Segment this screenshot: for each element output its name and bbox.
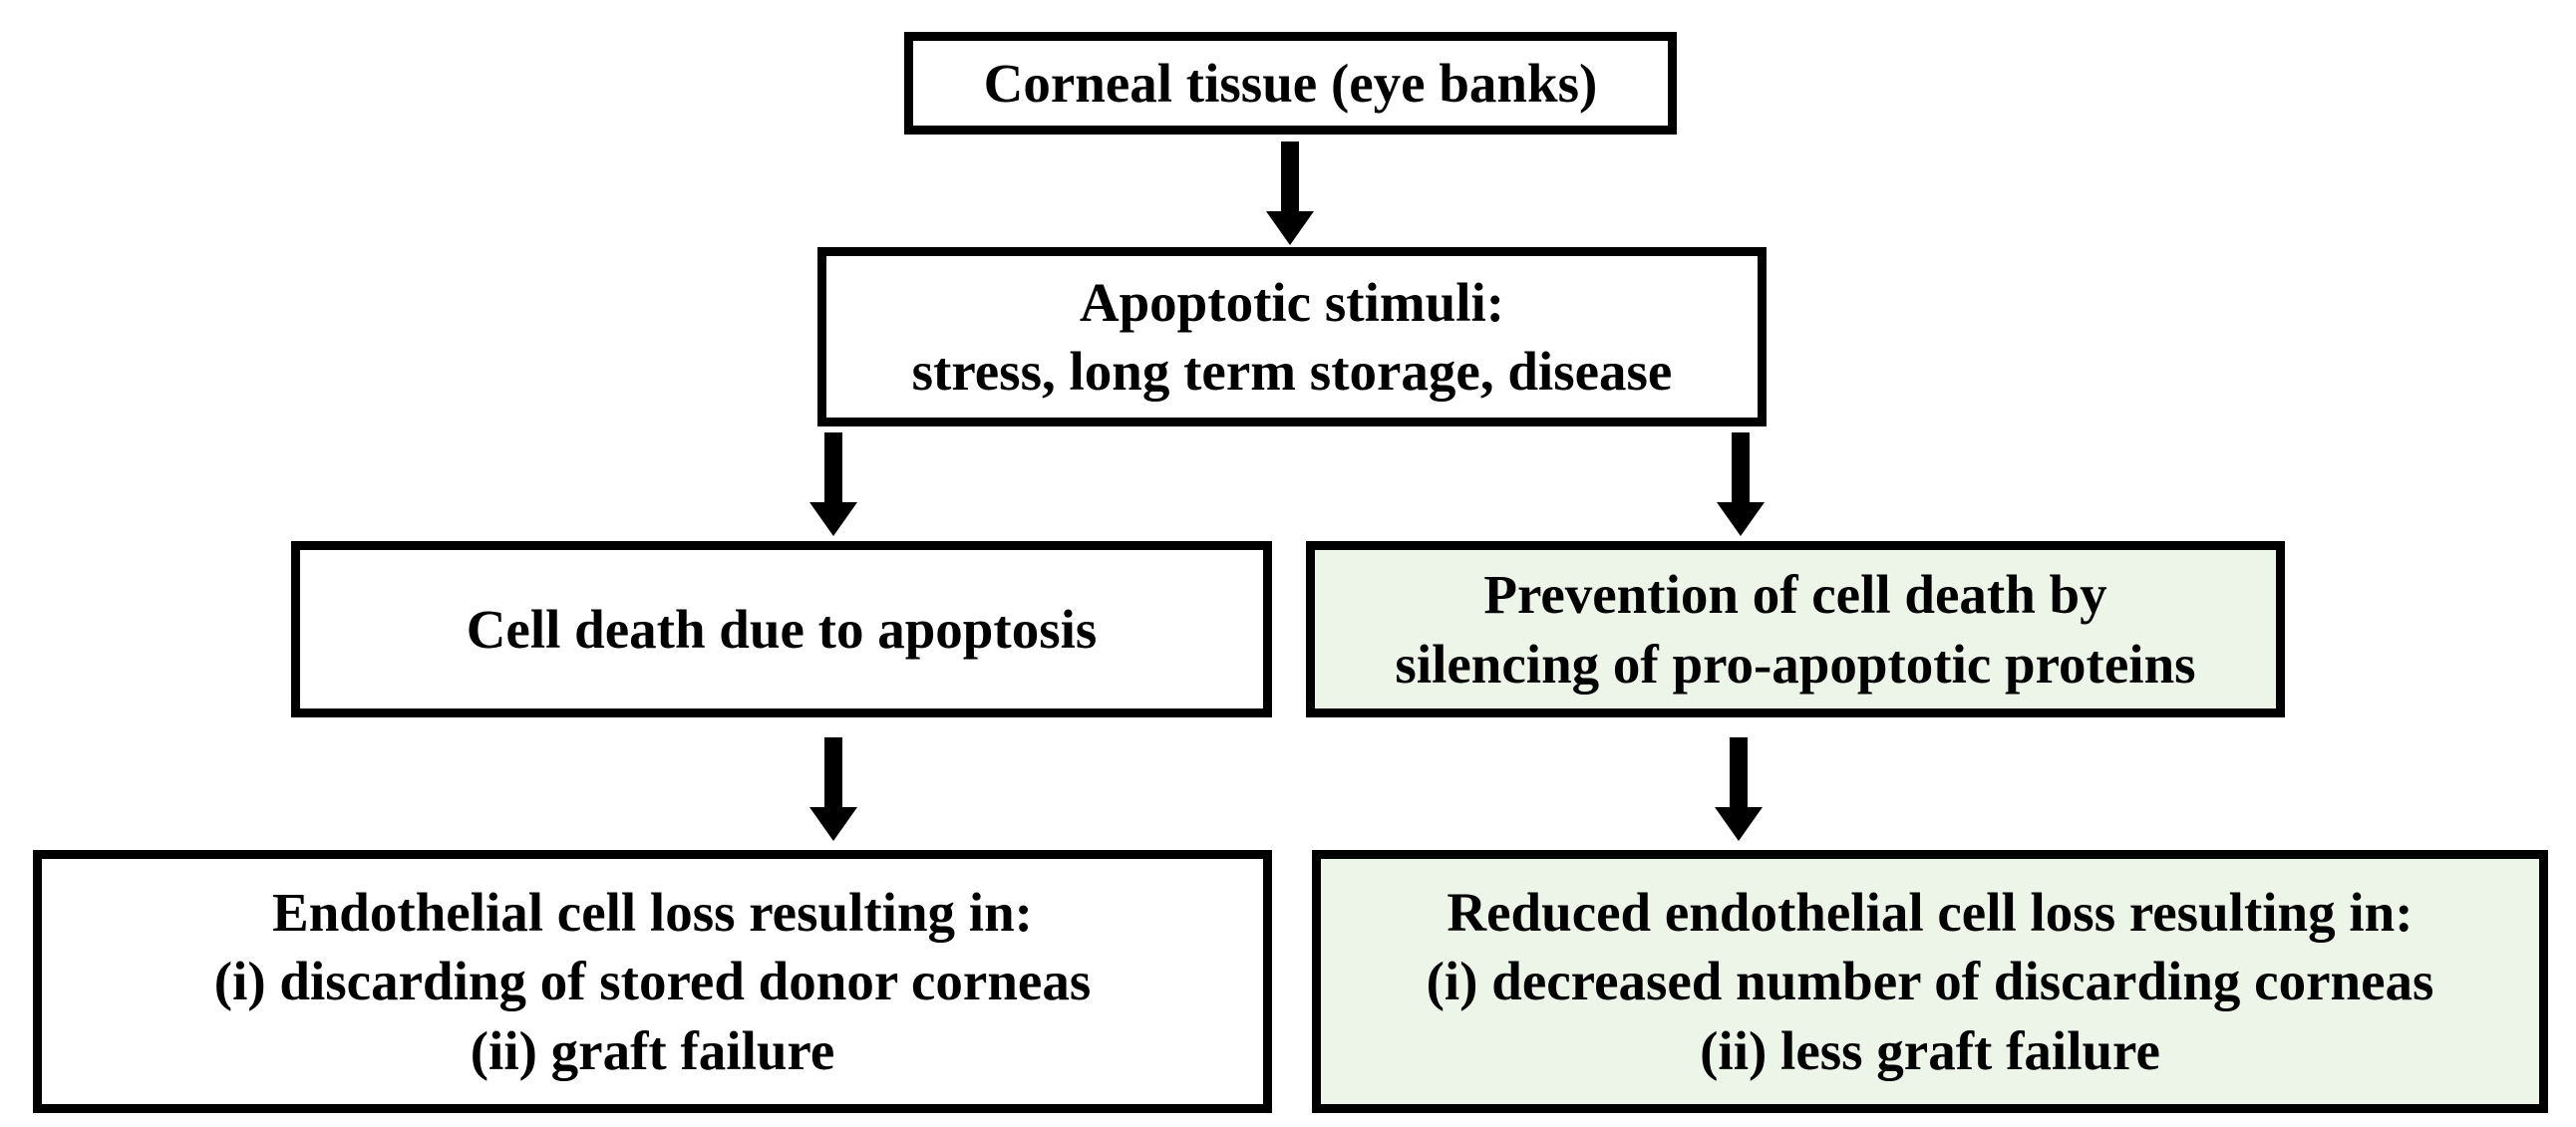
- node-line: (ii) graft failure: [470, 1019, 835, 1081]
- node-line: (ii) less graft failure: [1700, 1019, 2160, 1081]
- node-line: Prevention of cell death by: [1483, 564, 2107, 626]
- arrow-head: [1715, 807, 1763, 841]
- node-apoptotic-stimuli: Apoptotic stimuli: stress, long term sto…: [817, 247, 1767, 426]
- arrow-shaft: [1730, 737, 1748, 807]
- arrow-head: [809, 807, 857, 841]
- arrow-shaft: [824, 432, 842, 502]
- node-prevention: Prevention of cell death by silencing of…: [1306, 541, 2285, 717]
- node-line: (i) decreased number of discarding corne…: [1426, 951, 2434, 1012]
- arrow-head: [809, 502, 857, 536]
- node-line: stress, long term storage, disease: [911, 341, 1673, 402]
- node-line: Apoptotic stimuli:: [1079, 271, 1505, 333]
- down-arrow-icon: [809, 737, 857, 841]
- down-arrow-icon: [1717, 432, 1765, 536]
- arrow-shaft: [824, 737, 842, 807]
- node-endothelial-cell-loss: Endothelial cell loss resulting in: (i) …: [33, 850, 1272, 1113]
- node-corneal-tissue: Corneal tissue (eye banks): [904, 32, 1677, 135]
- node-line: silencing of pro-apoptotic proteins: [1395, 633, 2196, 695]
- down-arrow-icon: [1715, 737, 1763, 841]
- node-reduced-cell-loss: Reduced endothelial cell loss resulting …: [1312, 850, 2548, 1113]
- node-line: Endothelial cell loss resulting in:: [272, 882, 1033, 944]
- down-arrow-icon: [809, 432, 857, 536]
- node-line: Cell death due to apoptosis: [466, 598, 1098, 660]
- arrow-shaft: [1281, 141, 1299, 211]
- node-line: (i) discarding of stored donor corneas: [213, 951, 1092, 1012]
- node-cell-death: Cell death due to apoptosis: [291, 541, 1272, 717]
- node-line: Corneal tissue (eye banks): [983, 52, 1598, 114]
- node-line: Reduced endothelial cell loss resulting …: [1447, 882, 2414, 944]
- down-arrow-icon: [1266, 141, 1314, 245]
- arrow-shaft: [1732, 432, 1750, 502]
- arrow-head: [1266, 211, 1314, 245]
- arrow-head: [1717, 502, 1765, 536]
